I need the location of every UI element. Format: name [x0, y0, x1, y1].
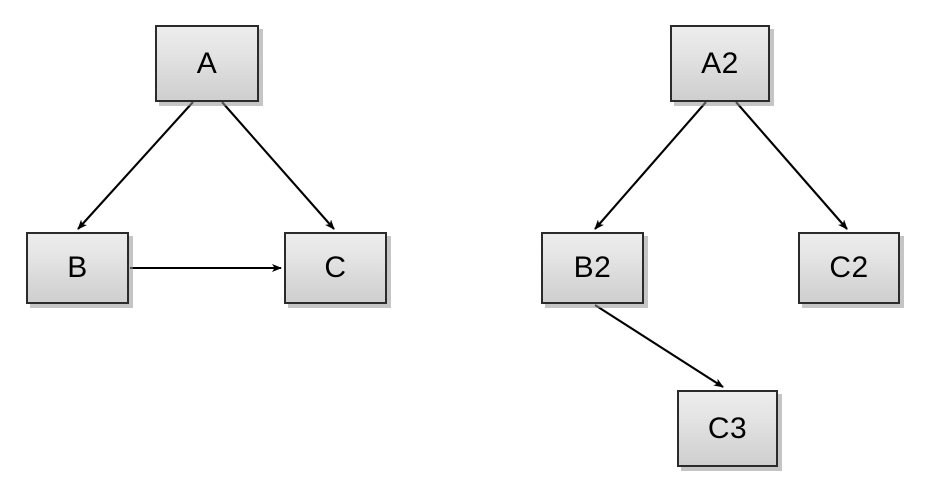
edge-a2-to-c2[interactable]: [735, 101, 848, 230]
node-b[interactable]: B: [26, 232, 129, 304]
node-a[interactable]: A: [155, 25, 259, 102]
node-label-c: C: [324, 251, 347, 284]
node-label-a2: A2: [701, 46, 739, 80]
edge-a-to-b[interactable]: [77, 101, 194, 230]
node-c3[interactable]: C3: [677, 390, 778, 467]
node-a2[interactable]: A2: [670, 25, 770, 102]
edge-a-to-c[interactable]: [221, 101, 335, 230]
edge-group: [77, 101, 848, 388]
node-label-b2: B2: [573, 251, 612, 284]
edge-b2-to-c3[interactable]: [594, 304, 724, 388]
node-b2[interactable]: B2: [541, 232, 644, 304]
node-label-c3: C3: [707, 411, 748, 445]
edge-a2-to-b2[interactable]: [594, 101, 707, 230]
node-label-b: B: [67, 251, 88, 284]
node-label-c2: C2: [829, 251, 869, 284]
node-c2[interactable]: C2: [798, 232, 900, 304]
node-c[interactable]: C: [284, 232, 387, 304]
node-label-a: A: [196, 46, 218, 80]
